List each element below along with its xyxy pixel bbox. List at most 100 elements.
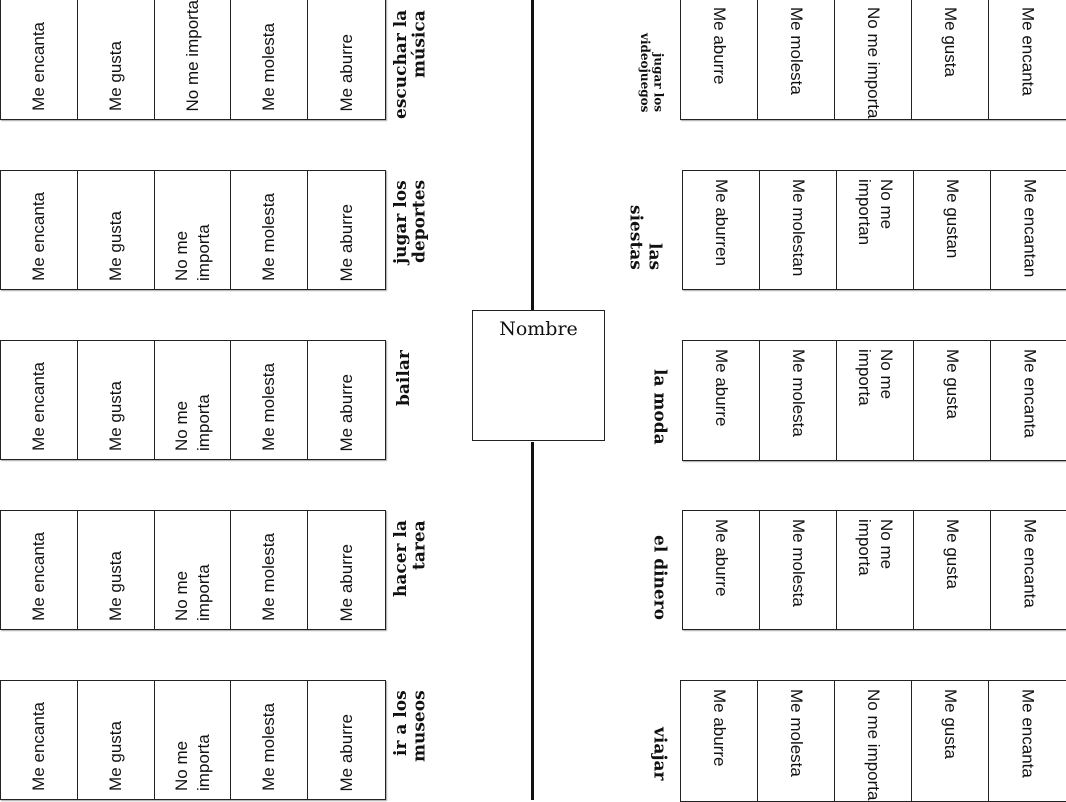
option-cell[interactable]: Me molesta: [231, 341, 309, 459]
option-label: No me importa: [855, 519, 896, 576]
option-cell[interactable]: Me gusta: [914, 511, 991, 629]
name-box[interactable]: Nombre: [472, 310, 605, 441]
left-topic-4: hacer la tarea: [391, 520, 430, 597]
center-divider-bottom: [531, 442, 534, 800]
option-cell[interactable]: Me aburre: [308, 511, 385, 629]
option-cell[interactable]: Me aburre: [681, 0, 758, 119]
option-cell[interactable]: Me gusta: [912, 0, 989, 119]
option-label: No me importa: [863, 689, 883, 801]
right-card-5: Me aburre Me molesta No me importa Me gu…: [680, 680, 1066, 802]
option-label: Me gusta: [105, 41, 125, 111]
option-label: Me aburre: [711, 349, 731, 427]
option-cell[interactable]: Me encanta: [989, 681, 1066, 801]
option-cell[interactable]: Me gusta: [78, 341, 155, 459]
option-cell[interactable]: Me encanta: [1, 171, 78, 289]
option-label: Me molesta: [259, 703, 279, 791]
option-label: No me importa: [171, 224, 213, 281]
option-cell[interactable]: Me aburre: [308, 341, 385, 459]
name-label: Nombre: [499, 318, 578, 340]
option-label: Me aburre: [709, 7, 729, 85]
option-label: Me gusta: [942, 519, 962, 589]
option-label: Me molestan: [788, 179, 808, 277]
option-cell[interactable]: Me encantan: [991, 171, 1066, 289]
option-label: Me molesta: [259, 193, 279, 281]
option-label: Me molesta: [788, 349, 808, 437]
option-label: Me gusta: [105, 211, 125, 281]
option-cell[interactable]: Me gusta: [78, 511, 155, 629]
option-label: Me gustan: [942, 179, 962, 259]
option-label: Me encanta: [1020, 519, 1040, 608]
option-label: No me importa: [863, 7, 883, 119]
option-label: Me molesta: [259, 23, 279, 111]
option-cell[interactable]: Me encanta: [1, 0, 78, 119]
option-label: Me gusta: [942, 349, 962, 419]
option-cell[interactable]: Me encanta: [1, 681, 78, 799]
option-cell[interactable]: Me molestan: [760, 171, 837, 289]
option-label: Me molesta: [259, 533, 279, 621]
option-label: No me importa: [171, 394, 213, 451]
option-cell[interactable]: Me gusta: [78, 171, 155, 289]
option-cell[interactable]: No me importa: [835, 681, 912, 801]
option-label: Me encanta: [29, 22, 49, 111]
right-card-1: Me aburre Me molesta No me importa Me gu…: [680, 0, 1066, 120]
option-label: No me importa: [171, 564, 213, 621]
option-cell[interactable]: Me aburre: [308, 171, 385, 289]
option-cell[interactable]: Me gusta: [78, 0, 155, 119]
option-cell[interactable]: Me molesta: [758, 681, 835, 801]
option-label: Me gusta: [105, 381, 125, 451]
option-cell[interactable]: Me encanta: [989, 0, 1066, 119]
option-cell[interactable]: Me encanta: [991, 341, 1066, 460]
option-cell[interactable]: Me encanta: [991, 511, 1066, 629]
option-label: No me importan: [855, 179, 896, 246]
option-label: Me molesta: [786, 7, 806, 95]
option-cell[interactable]: No me importa: [155, 511, 232, 629]
option-cell[interactable]: Me aburre: [681, 681, 758, 801]
option-label: Me encanta: [29, 702, 49, 791]
option-cell[interactable]: Me encanta: [1, 511, 78, 629]
option-cell[interactable]: Me molesta: [758, 0, 835, 119]
option-cell[interactable]: Me encanta: [1, 341, 78, 459]
option-cell[interactable]: No me importa: [155, 681, 232, 799]
option-cell[interactable]: Me gusta: [78, 681, 155, 799]
right-topic-4: el dinero: [649, 534, 670, 620]
option-cell[interactable]: No me importan: [837, 171, 914, 289]
option-cell[interactable]: Me molesta: [231, 511, 309, 629]
option-cell[interactable]: Me aburre: [683, 341, 760, 460]
right-card-4: Me aburre Me molesta No me importa Me gu…: [682, 510, 1066, 630]
option-label: Me aburre: [711, 519, 731, 597]
center-divider-top: [531, 0, 534, 310]
left-card-5: Me encanta Me gusta No me importa Me mol…: [0, 680, 386, 800]
option-label: Me aburre: [336, 203, 356, 281]
option-cell[interactable]: Me molesta: [231, 681, 309, 799]
option-cell[interactable]: Me gusta: [914, 341, 991, 460]
option-cell[interactable]: Me aburre: [308, 0, 385, 119]
right-topic-5: viajar: [649, 726, 670, 780]
option-cell[interactable]: No me importa: [155, 0, 232, 119]
option-cell[interactable]: Me molesta: [231, 171, 309, 289]
option-cell[interactable]: No me importa: [837, 511, 914, 629]
right-topic-3: la moda: [649, 369, 670, 445]
option-label: Me molesta: [786, 689, 806, 777]
option-label: Me encanta: [1020, 349, 1040, 438]
option-cell[interactable]: No me importa: [155, 171, 232, 289]
option-cell[interactable]: Me aburren: [683, 171, 760, 289]
right-card-3: Me aburre Me molesta No me importa Me gu…: [682, 340, 1066, 461]
option-label: Me gusta: [105, 721, 125, 791]
option-label: Me molesta: [788, 519, 808, 607]
left-topic-3: bailar: [394, 350, 414, 406]
option-label: Me encanta: [29, 192, 49, 281]
option-cell[interactable]: No me importa: [837, 341, 914, 460]
option-cell[interactable]: Me aburre: [308, 681, 385, 799]
option-cell[interactable]: Me molesta: [760, 341, 837, 460]
option-cell[interactable]: Me gusta: [912, 681, 989, 801]
option-cell[interactable]: Me gustan: [914, 171, 991, 289]
option-cell[interactable]: No me importa: [155, 341, 232, 459]
left-card-2: Me encanta Me gusta No me importa Me mol…: [0, 170, 386, 290]
option-cell[interactable]: Me molesta: [231, 0, 309, 119]
option-cell[interactable]: No me importa: [835, 0, 912, 119]
left-topic-5: ir a los museos: [391, 690, 430, 762]
option-cell[interactable]: Me molesta: [760, 511, 837, 629]
option-label: Me encanta: [29, 532, 49, 621]
option-cell[interactable]: Me aburre: [683, 511, 760, 629]
left-topic-1: escuchar la música: [391, 10, 430, 120]
